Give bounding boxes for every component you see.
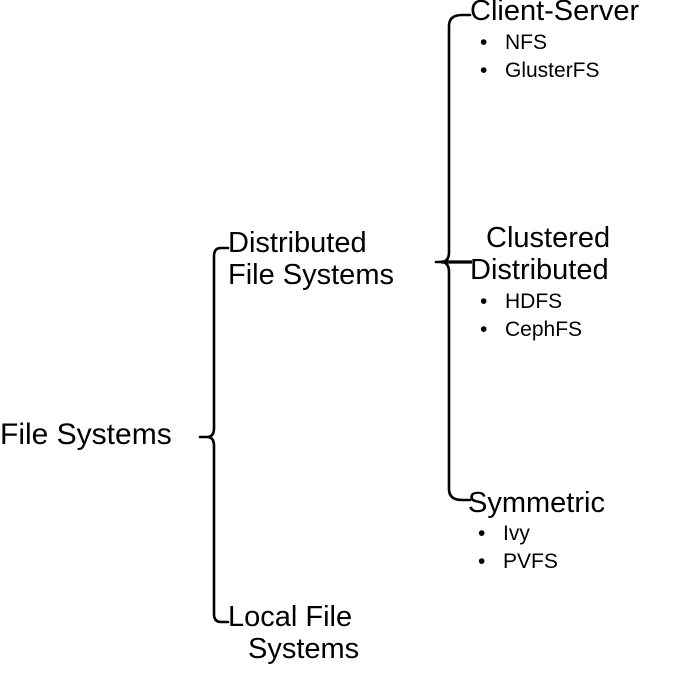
list-item: • GlusterFS [470, 57, 639, 85]
brace-distributed-file-systems [434, 13, 472, 502]
list-item: • NFS [470, 29, 639, 57]
bullet-icon: • [480, 317, 488, 341]
list-item: • CephFS [470, 316, 610, 344]
group-clustered-distributed-heading: Clustered Distributed [470, 222, 610, 287]
group-clustered-distributed: Clustered Distributed • HDFS • CephFS [470, 222, 610, 344]
group-client-server: Client-Server • NFS • GlusterFS [470, 0, 639, 85]
bullet-icon: • [480, 31, 488, 55]
group-client-server-list: • NFS • GlusterFS [470, 29, 639, 85]
list-item: • Ivy [468, 520, 605, 548]
list-item-label: CephFS [505, 317, 583, 341]
node-local-file-systems-line2: Systems [248, 633, 360, 666]
node-local-file-systems: Local File Systems [228, 601, 359, 666]
list-item-label: NFS [505, 31, 547, 55]
group-symmetric-heading: Symmetric [468, 487, 605, 519]
list-item-label: PVFS [503, 550, 558, 574]
node-distributed-file-systems: Distributed File Systems [228, 227, 394, 292]
group-client-server-heading: Client-Server [470, 0, 639, 27]
group-symmetric-list: • Ivy • PVFS [468, 520, 605, 576]
node-distributed-file-systems-line2: File Systems [228, 259, 394, 292]
group-symmetric: Symmetric • Ivy • PVFS [468, 487, 605, 576]
root-node-file-systems: File Systems [0, 418, 172, 451]
bullet-icon: • [480, 59, 488, 83]
list-item-label: Ivy [503, 522, 530, 546]
group-symmetric-heading-line1: Symmetric [468, 487, 605, 519]
group-clustered-distributed-heading-line2: Distributed [470, 254, 609, 287]
group-clustered-distributed-heading-line1: Clustered [486, 222, 611, 254]
group-clustered-distributed-list: • HDFS • CephFS [470, 288, 610, 344]
list-item-label: GlusterFS [505, 59, 600, 83]
bullet-icon: • [478, 550, 486, 574]
list-item: • HDFS [470, 288, 610, 316]
list-item: • PVFS [468, 548, 605, 576]
brace-file-systems [198, 246, 230, 624]
node-local-file-systems-line1: Local File [228, 601, 353, 633]
list-item-label: HDFS [505, 289, 563, 313]
group-client-server-heading-line1: Client-Server [470, 0, 640, 27]
bullet-icon: • [480, 289, 488, 313]
node-distributed-file-systems-line1: Distributed [228, 227, 367, 259]
bullet-icon: • [478, 522, 486, 546]
